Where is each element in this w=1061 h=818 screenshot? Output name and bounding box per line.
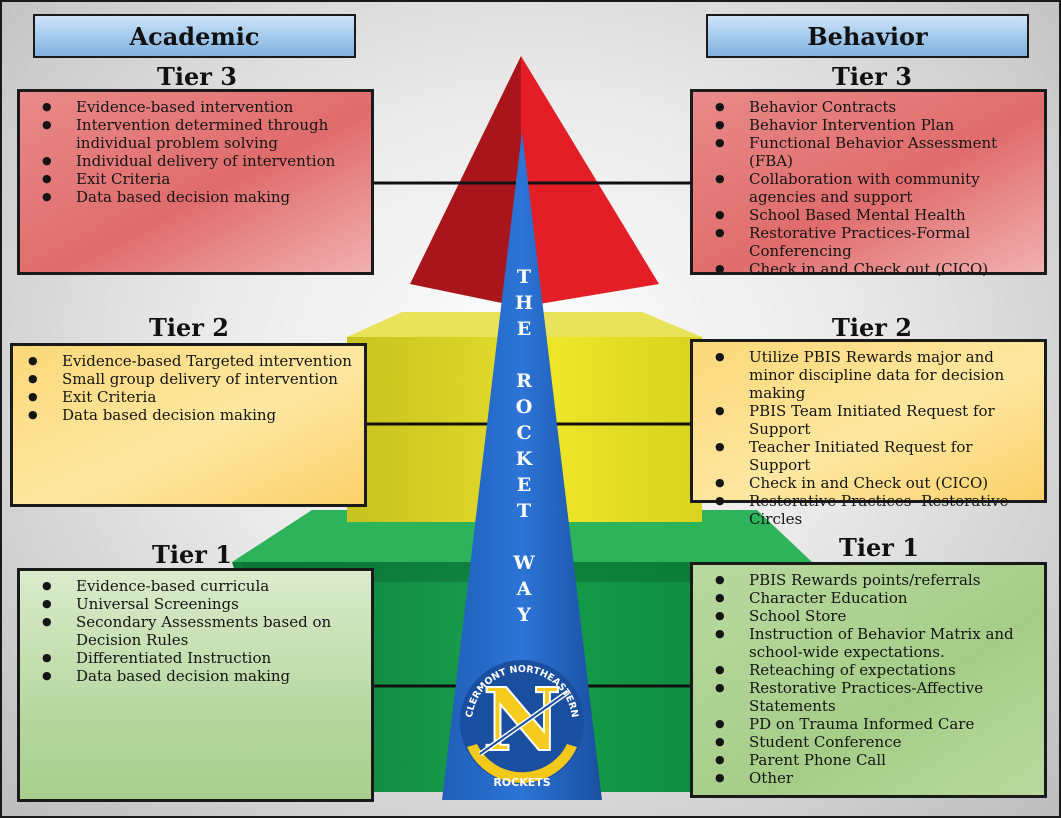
list-item: Small group delivery of intervention xyxy=(6,370,356,388)
list-item: Restorative Practices- Restorative Circl… xyxy=(693,492,1036,528)
academic-header-label: Academic xyxy=(129,21,260,51)
list-item: PD on Trauma Informed Care xyxy=(693,715,1036,733)
vertical-gap xyxy=(507,524,541,550)
academic-tier3-list: Evidence-based interventionIntervention … xyxy=(20,98,363,206)
vertical-letter: C xyxy=(516,422,532,444)
list-item: School Based Mental Health xyxy=(693,206,1036,224)
list-item: Exit Criteria xyxy=(6,388,356,406)
academic-tier2-box: Evidence-based Targeted interventionSmal… xyxy=(10,343,367,507)
list-item: PBIS Rewards points/referrals xyxy=(693,571,1036,589)
list-item: Behavior Contracts xyxy=(693,98,1036,116)
academic-tier3-box: Evidence-based interventionIntervention … xyxy=(17,89,374,275)
vertical-letter: H xyxy=(515,292,533,314)
logo-bottom-text: ROCKETS xyxy=(493,776,550,789)
vertical-gap xyxy=(507,342,541,368)
behavior-tier1-list: PBIS Rewards points/referralsCharacter E… xyxy=(693,571,1036,787)
vertical-letter: E xyxy=(516,318,532,340)
behavior-tier1-box: PBIS Rewards points/referralsCharacter E… xyxy=(690,562,1047,798)
vertical-letter: O xyxy=(515,396,533,418)
academic-tier2-list: Evidence-based Targeted interventionSmal… xyxy=(6,352,356,424)
list-item: Other xyxy=(693,769,1036,787)
academic-tier2-title: Tier 2 xyxy=(149,313,229,342)
list-item: Check in and Check out (CICO) xyxy=(693,260,1036,278)
list-item: Restorative Practices-Formal Conferencin… xyxy=(693,224,1036,260)
list-item: Evidence-based curricula xyxy=(20,577,363,595)
list-item: Utilize PBIS Rewards major and minor dis… xyxy=(693,348,1036,402)
academic-tier3-title: Tier 3 xyxy=(157,62,237,91)
tier2-block xyxy=(347,312,702,522)
vertical-letter: T xyxy=(516,266,532,288)
behavior-header: Behavior xyxy=(706,14,1029,58)
list-item: School Store xyxy=(693,607,1036,625)
list-item: Data based decision making xyxy=(20,667,363,685)
vertical-letter: K xyxy=(515,448,533,470)
academic-header: Academic xyxy=(33,14,356,58)
behavior-header-label: Behavior xyxy=(807,21,928,51)
list-item: Teacher Initiated Request for Support xyxy=(693,438,1036,474)
academic-tier1-title: Tier 1 xyxy=(152,540,232,569)
behavior-tier3-list: Behavior ContractsBehavior Intervention … xyxy=(693,98,1036,278)
list-item: Secondary Assessments based on Decision … xyxy=(20,613,363,649)
list-item: Intervention determined through individu… xyxy=(20,116,363,152)
behavior-tier1-title: Tier 1 xyxy=(839,533,919,562)
vertical-letter: R xyxy=(516,370,532,392)
list-item: Differentiated Instruction xyxy=(20,649,363,667)
rocket-way-column xyxy=(442,132,602,800)
list-item: Collaboration with community agencies an… xyxy=(693,170,1036,206)
list-item: Reteaching of expectations xyxy=(693,661,1036,679)
list-item: Instruction of Behavior Matrix and schoo… xyxy=(693,625,1036,661)
academic-tier1-list: Evidence-based curriculaUniversal Screen… xyxy=(20,577,363,685)
svg-text:N: N xyxy=(483,670,562,771)
list-item: Student Conference xyxy=(693,733,1036,751)
behavior-tier2-title: Tier 2 xyxy=(832,313,912,342)
list-item: Individual delivery of intervention xyxy=(20,152,363,170)
vertical-letter: W xyxy=(513,552,535,574)
list-item: Data based decision making xyxy=(6,406,356,424)
academic-tier1-box: Evidence-based curriculaUniversal Screen… xyxy=(17,568,374,802)
vertical-letter: E xyxy=(516,474,532,496)
vertical-letter: A xyxy=(516,578,532,600)
list-item: Data based decision making xyxy=(20,188,363,206)
list-item: Exit Criteria xyxy=(20,170,363,188)
behavior-tier2-list: Utilize PBIS Rewards major and minor dis… xyxy=(693,348,1036,528)
vertical-letter: Y xyxy=(517,604,531,626)
list-item: Character Education xyxy=(693,589,1036,607)
list-item: PBIS Team Initiated Request for Support xyxy=(693,402,1036,438)
list-item: Functional Behavior Assessment (FBA) xyxy=(693,134,1036,170)
list-item: Behavior Intervention Plan xyxy=(693,116,1036,134)
behavior-tier2-box: Utilize PBIS Rewards major and minor dis… xyxy=(690,339,1047,528)
behavior-tier3-title: Tier 3 xyxy=(832,62,912,91)
vertical-letter: T xyxy=(516,500,532,522)
behavior-tier3-box: Behavior ContractsBehavior Intervention … xyxy=(690,89,1047,278)
list-item: Restorative Practices-Affective Statemen… xyxy=(693,679,1036,715)
school-logo: N xyxy=(460,660,584,784)
list-item: Check in and Check out (CICO) xyxy=(693,474,1036,492)
list-item: Parent Phone Call xyxy=(693,751,1036,769)
list-item: Universal Screenings xyxy=(20,595,363,613)
list-item: Evidence-based intervention xyxy=(20,98,363,116)
list-item: Evidence-based Targeted intervention xyxy=(6,352,356,370)
